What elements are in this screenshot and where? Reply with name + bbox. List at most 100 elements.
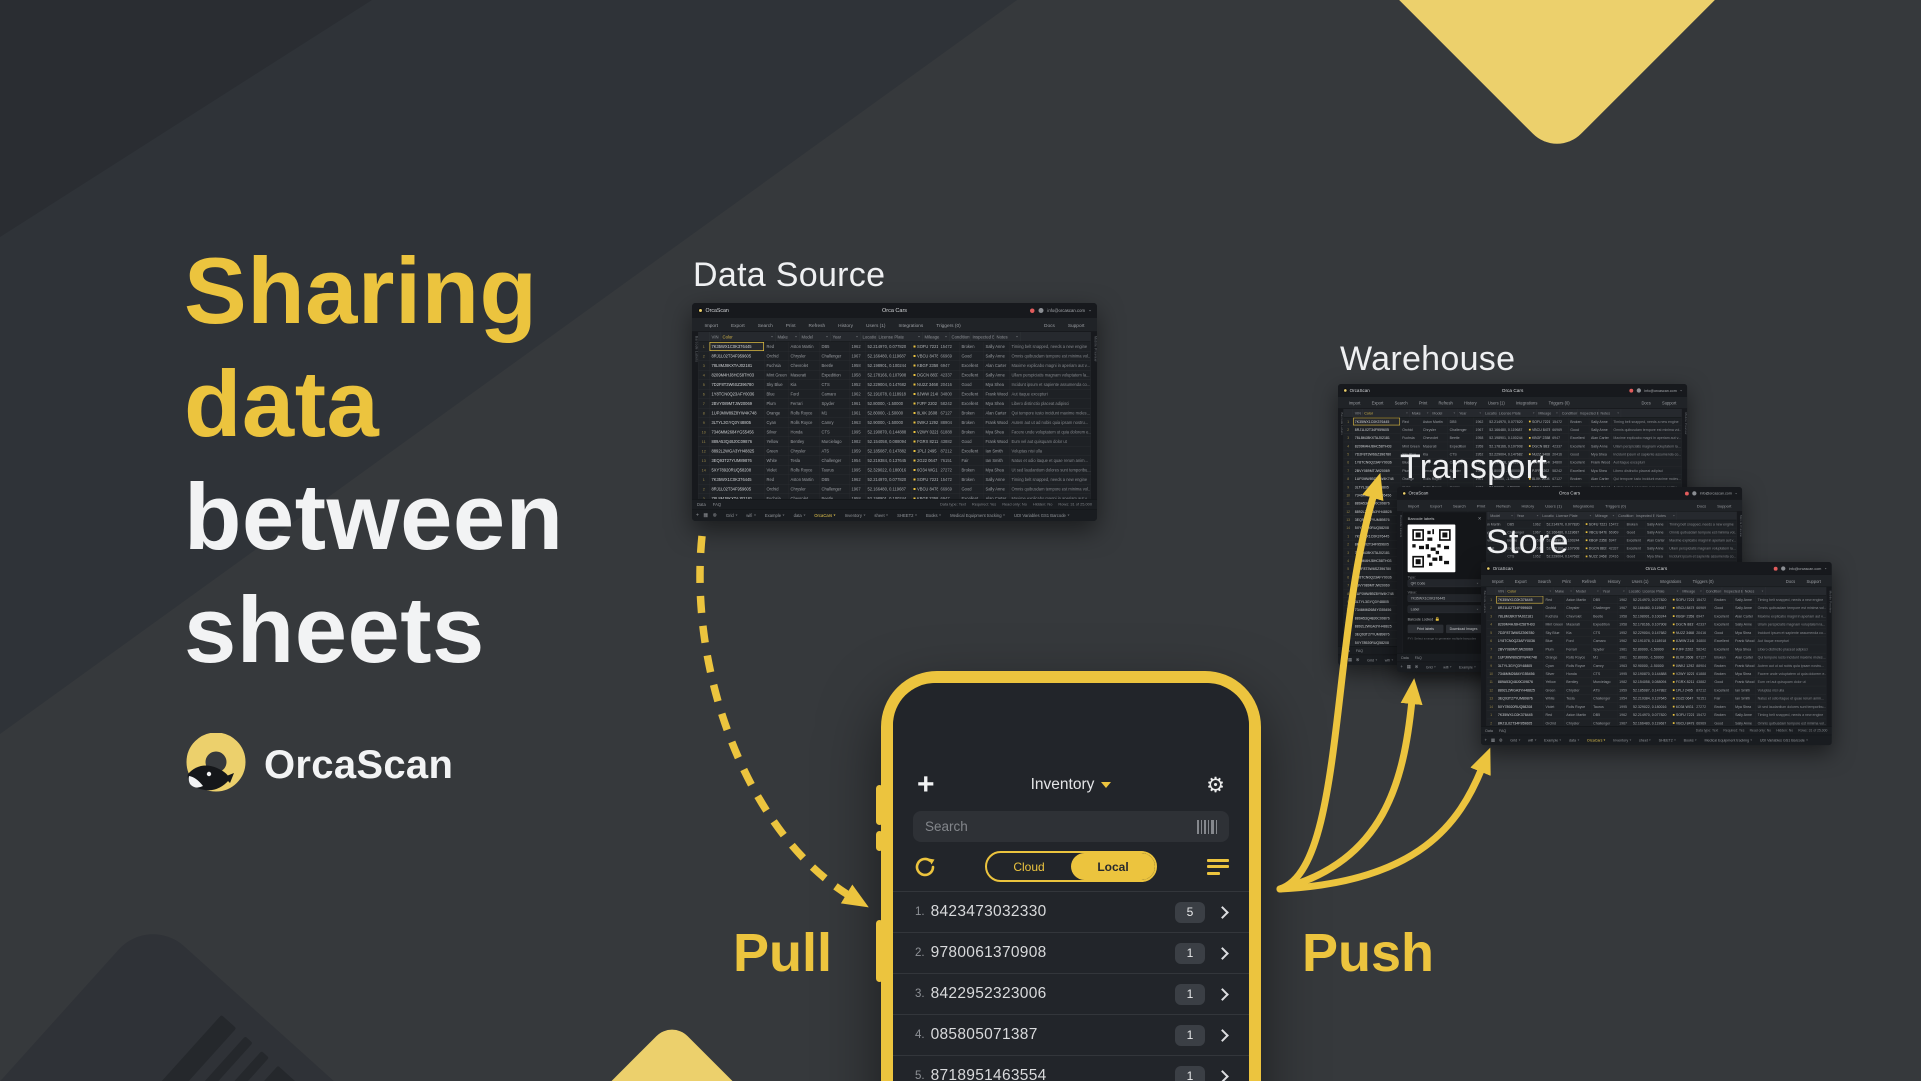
cell-vin[interactable]: 8892L2WGA3YH48825 — [1496, 686, 1544, 695]
cell-model[interactable]: Spyder — [1448, 466, 1474, 475]
column-header[interactable]: Condition — [1561, 408, 1579, 418]
cell-inspected-by[interactable]: Alan Carter — [1733, 653, 1756, 662]
cell-condition[interactable]: Excellent — [1713, 620, 1734, 629]
cell-color[interactable]: Blue — [765, 389, 789, 399]
cell-model[interactable]: Beetle — [1448, 433, 1474, 442]
cell-make[interactable]: Kia — [1421, 450, 1448, 459]
cell-vin[interactable]: 7346MM2684YG55456 — [1353, 491, 1401, 500]
cell-color[interactable]: Sky Blue — [1400, 450, 1422, 459]
column-header[interactable]: Inspected By — [971, 332, 995, 342]
cell-inspected-by[interactable]: Ian Smith — [984, 456, 1010, 465]
cell-condition[interactable]: Excellent — [960, 361, 984, 370]
cell-condition[interactable]: Excellent — [1713, 686, 1734, 695]
sheet-tab[interactable]: OrcaCars — [810, 513, 840, 518]
close-icon[interactable]: ✕ — [1477, 516, 1482, 522]
cell-license-plate[interactable]: VBCU 8478 — [912, 484, 939, 494]
cell-license-plate[interactable]: 8LXK 2608 — [1527, 474, 1551, 483]
cell-mileage[interactable]: 20416 — [939, 380, 960, 389]
cell-model[interactable]: Challenger — [1506, 528, 1532, 536]
add-sheet-icon[interactable]: + — [1341, 657, 1344, 663]
cell-year[interactable]: 1961 — [1617, 645, 1632, 653]
cell-license-plate[interactable]: 1PLJ 2495 — [912, 446, 939, 456]
cell-location[interactable]: 52.214970, 0.077820 — [866, 475, 912, 484]
cell-model[interactable]: CTS — [1448, 450, 1474, 459]
cell-year[interactable]: 1967 — [1617, 719, 1632, 727]
cell-condition[interactable]: Broken — [960, 465, 984, 475]
cell-inspected-by[interactable]: Sally Anne — [984, 342, 1010, 351]
cell-condition[interactable]: Broken — [960, 418, 984, 427]
cell-condition[interactable]: Good — [1713, 719, 1734, 727]
cell-make[interactable]: Chevrolet — [1421, 433, 1448, 442]
cell-condition[interactable]: Excellent — [1713, 636, 1734, 645]
cell-location[interactable]: 52.154058, 0.088094 — [866, 437, 912, 446]
cell-notes[interactable]: Eum vel aut quisquam dolor ut — [1011, 439, 1067, 444]
cell-model[interactable]: Camry — [820, 418, 850, 427]
cell-mileage[interactable]: 6947 — [939, 361, 960, 370]
cell-model[interactable]: DB5 — [820, 475, 850, 484]
toolbar-button[interactable]: Integrations — [1572, 503, 1595, 509]
cell-year[interactable]: 1963 — [1617, 661, 1632, 670]
cell-vin[interactable]: 3EQ93T27YUM89876 — [1353, 630, 1401, 639]
cell-inspected-by[interactable]: Frank Wood — [984, 437, 1010, 446]
cell-make[interactable]: Ford — [1421, 458, 1448, 467]
table-row[interactable]: 1 7K35WX1C0K376445 Red Aston Martin DB5 … — [1343, 417, 1682, 426]
cell-make[interactable]: Rolls Royce — [789, 465, 820, 475]
inventory-dropdown[interactable]: Inventory — [1030, 776, 1095, 793]
column-header[interactable]: Location — [861, 332, 877, 342]
cell-condition[interactable]: Broken — [1713, 710, 1734, 719]
cell-vin[interactable]: 8209M4HJ8HC58TH03 — [1353, 442, 1401, 450]
table-row[interactable]: 8 1UPJMW89Z8YW4K748 Orange Rolls Royce M… — [698, 408, 1091, 418]
toolbar-button[interactable]: Integrations — [1659, 579, 1682, 584]
cell-notes[interactable]: Libero distinctio placeat adipisci — [1011, 401, 1070, 406]
cell-inspected-by[interactable]: Alan Carter — [984, 408, 1010, 418]
sheet-tab[interactable]: Medical Equipment tracking — [1701, 738, 1756, 742]
table-row[interactable]: 14 5XY78920RUQ58208 Violet Rolls Royce T… — [698, 465, 1091, 475]
cell-inspected-by[interactable]: Sally Anne — [1733, 604, 1756, 612]
cell-make[interactable]: Rolls Royce — [1565, 661, 1592, 670]
column-header[interactable]: VIN Barcode — [710, 332, 721, 342]
close-icon[interactable]: ⊗ — [712, 512, 717, 519]
cell-license-plate[interactable]: 8LXK 2608 — [1671, 653, 1695, 662]
cell-license-plate[interactable]: DGCN 8837 — [1584, 544, 1608, 553]
cell-condition[interactable]: Broken — [960, 408, 984, 418]
cell-model[interactable]: Beetle — [1591, 612, 1618, 621]
cell-notes[interactable]: Omnis quibusdam tempore est minima vol..… — [1669, 530, 1737, 535]
account-menu[interactable]: info@orcascan.com — [1788, 566, 1822, 571]
cell-vin[interactable]: 78L8MJ8KXTAJ02181 — [710, 361, 765, 370]
toolbar-button[interactable]: Print — [785, 322, 796, 329]
toolbar-button[interactable]: Integrations — [898, 322, 924, 329]
cell-vin[interactable]: 7346MM2684YG55456 — [1353, 605, 1401, 614]
cell-model[interactable]: Challenger — [1448, 425, 1474, 434]
cell-license-plate[interactable]: 1PLJ 2495 — [1671, 686, 1695, 695]
cell-notes[interactable]: Omnis quibusdam tempore est minima vol..… — [1757, 721, 1827, 726]
cell-year[interactable]: 1967 — [1474, 425, 1488, 434]
cell-vin[interactable]: 8209M4HJ8HC58TH03 — [1496, 620, 1544, 629]
cell-year[interactable]: 1962 — [850, 342, 866, 351]
sheet-tab[interactable]: data — [1565, 738, 1583, 742]
cell-inspected-by[interactable]: Mya Shea — [1733, 645, 1756, 653]
cell-notes[interactable]: Voluptas nisi ulla — [1011, 448, 1043, 454]
cell-color[interactable]: Fuchsia — [765, 361, 789, 370]
cell-inspected-by[interactable]: Mya Shea — [1589, 450, 1612, 459]
cell-notes[interactable]: Aut itaque excepturi — [1757, 638, 1790, 643]
toolbar-button[interactable]: Docs — [1696, 503, 1707, 509]
cell-condition[interactable]: Excellent — [1569, 466, 1590, 475]
cell-vin[interactable]: 7K35WX1C0K376445 — [1353, 532, 1401, 541]
sheet-tab[interactable]: SHEET2 — [1655, 738, 1680, 742]
column-header[interactable]: Location — [1628, 587, 1641, 596]
sheet-tab[interactable]: Books — [1680, 738, 1701, 742]
cell-location[interactable]: 52.198901, 0.100244 — [1488, 433, 1528, 442]
cell-model[interactable]: Murcielago — [1591, 678, 1618, 686]
cell-model[interactable]: ATS — [1591, 686, 1618, 695]
cell-model[interactable]: M1 — [1591, 653, 1618, 662]
cell-license-plate[interactable]: PJFF 2202 — [912, 399, 939, 408]
cell-notes[interactable]: Ut sed laudantium dolores sunt temporibu… — [1011, 467, 1091, 473]
cell-model[interactable]: Camaro — [820, 389, 850, 399]
cell-vin[interactable]: 78L8MJ8KXTAJ02181 — [710, 494, 765, 499]
cell-make[interactable]: Ferrari — [1421, 466, 1448, 475]
cell-make[interactable]: Chevrolet — [1479, 536, 1506, 545]
cell-license-plate[interactable]: KBGF 2358 — [912, 361, 939, 370]
cell-mileage[interactable]: 67127 — [1550, 474, 1569, 483]
cell-year[interactable]: 1962 — [1617, 595, 1632, 604]
cell-mileage[interactable]: 20416 — [1607, 552, 1625, 561]
